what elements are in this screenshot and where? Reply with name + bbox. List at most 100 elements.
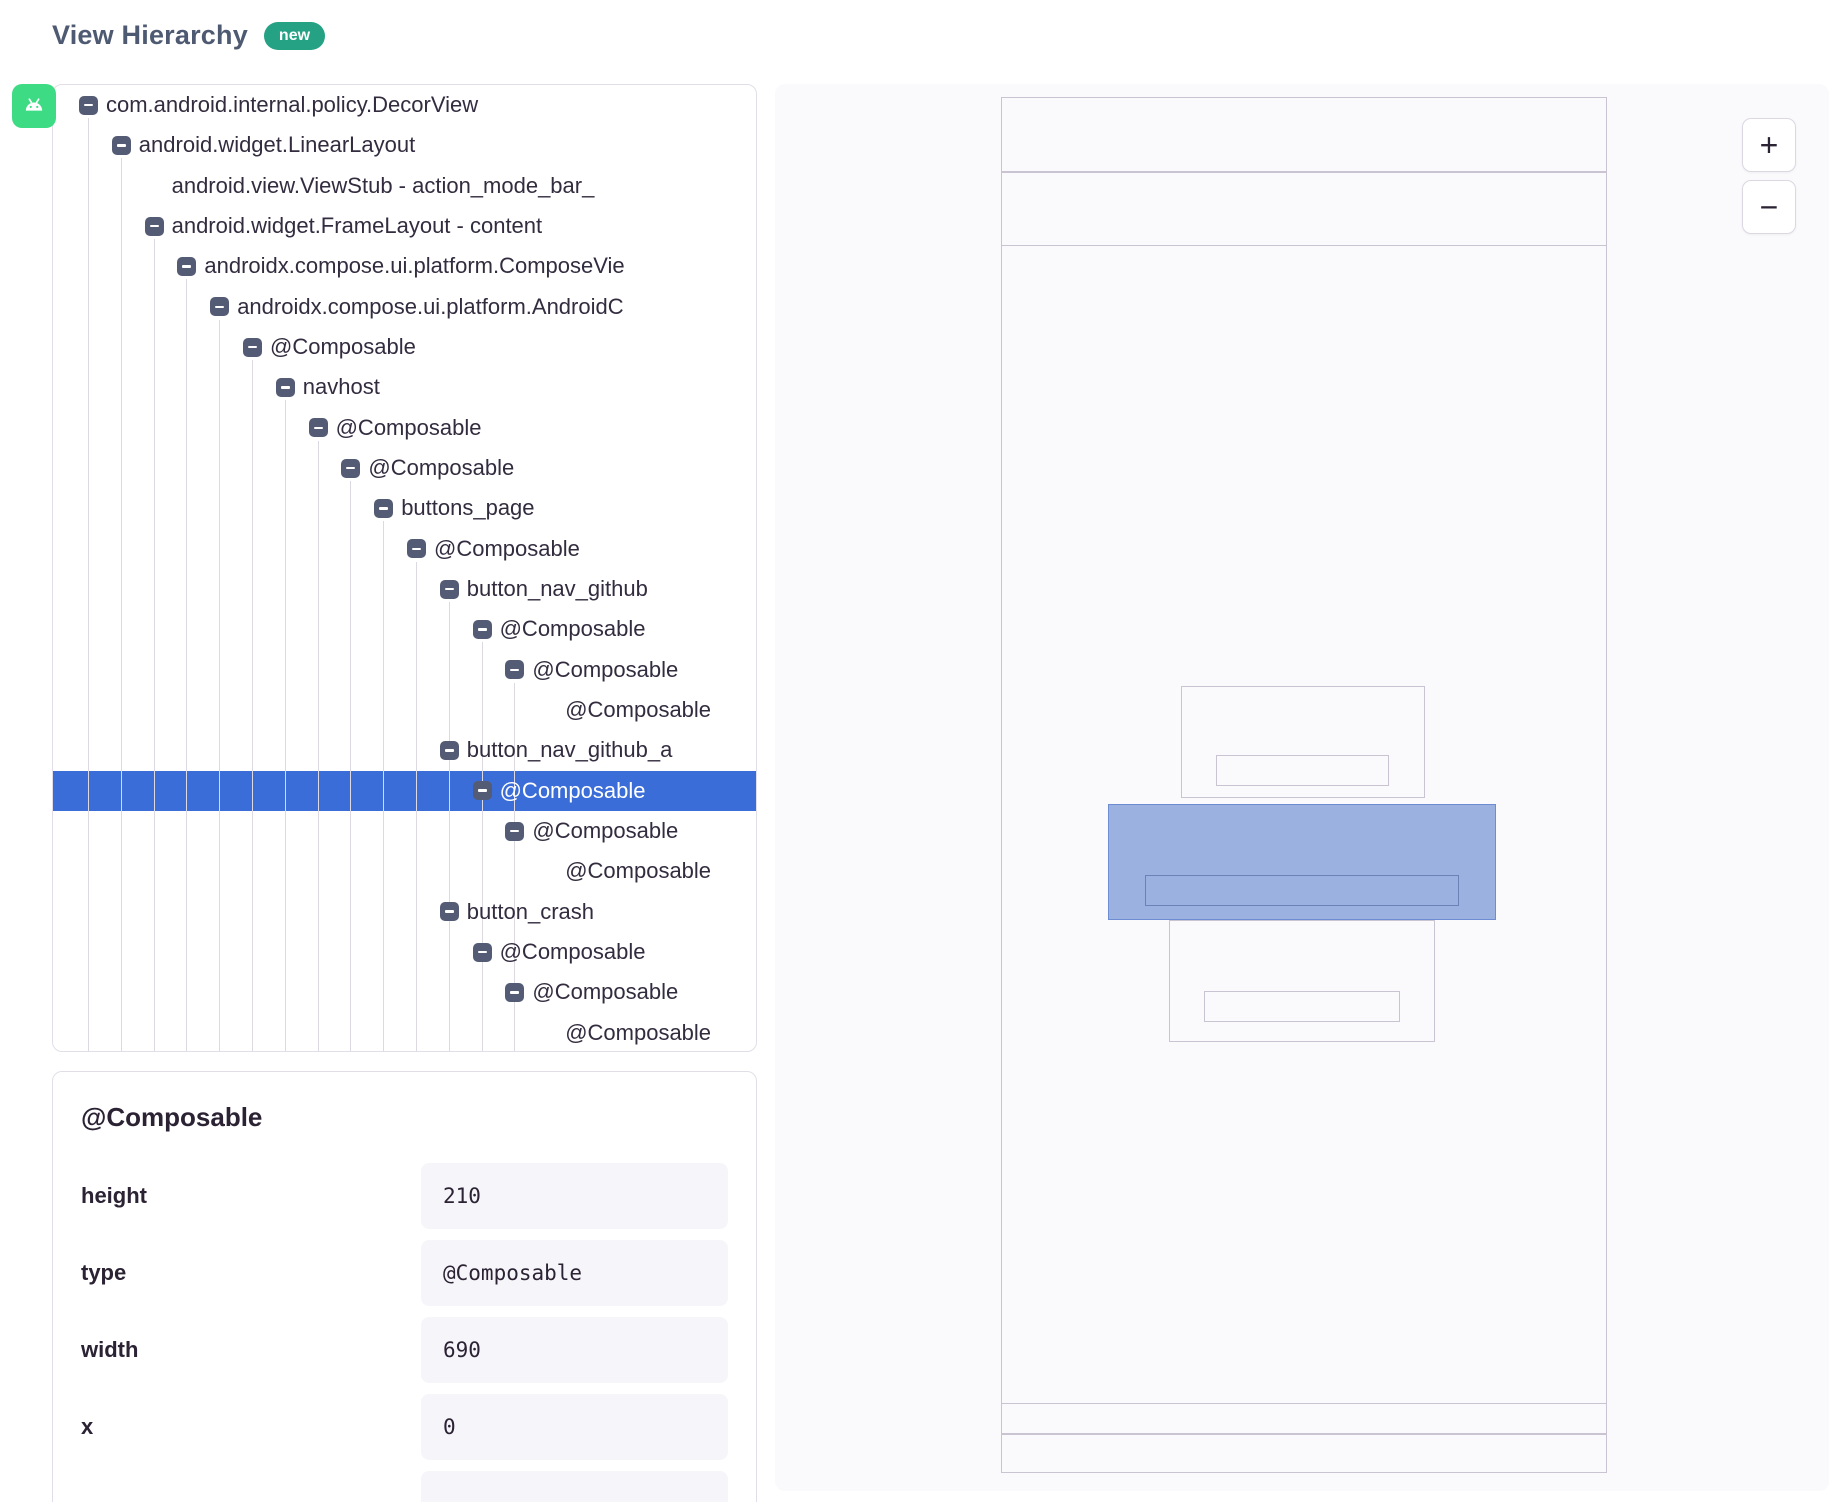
tree-node-label: androidx.compose.ui.platform.ComposeVie bbox=[204, 253, 625, 279]
tree-node[interactable]: androidx.compose.ui.platform.ComposeVie bbox=[53, 246, 756, 286]
tree-node-label: button_nav_github_a bbox=[466, 737, 673, 763]
android-logo-icon bbox=[25, 98, 43, 111]
collapse-minus-icon[interactable] bbox=[374, 498, 394, 518]
tree-node[interactable]: @Composable bbox=[53, 650, 756, 690]
tree-node-label: @Composable bbox=[499, 777, 646, 803]
collapse-minus-icon[interactable] bbox=[144, 216, 164, 236]
bottom-inset-box[interactable] bbox=[1001, 1403, 1607, 1434]
tree-node-label: @Composable bbox=[532, 979, 679, 1005]
tree-node[interactable]: @Composable bbox=[53, 972, 756, 1012]
tree-node-label: android.view.ViewStub - action_mode_bar_ bbox=[171, 172, 595, 198]
collapse-minus-icon[interactable] bbox=[439, 579, 459, 599]
zoom-out-button[interactable]: − bbox=[1742, 180, 1796, 234]
field-label: width bbox=[81, 1337, 139, 1362]
collapse-minus-icon[interactable] bbox=[505, 982, 525, 1002]
view-outline-bottom-inner[interactable] bbox=[1204, 991, 1400, 1022]
tree-node[interactable]: @Composable bbox=[53, 609, 756, 649]
collapse-minus-icon[interactable] bbox=[407, 539, 426, 559]
tree-node-label: @Composable bbox=[499, 616, 646, 642]
field-value: @Composable bbox=[421, 1240, 728, 1306]
tree-node[interactable]: navhost bbox=[53, 367, 756, 407]
tree-node-label: @Composable bbox=[532, 656, 679, 682]
view-outline-top-inner[interactable] bbox=[1216, 755, 1389, 786]
tree-rows: com.android.internal.policy.DecorView and… bbox=[53, 85, 756, 1051]
collapse-minus-icon[interactable] bbox=[308, 418, 328, 438]
collapse-minus-icon[interactable] bbox=[341, 458, 361, 478]
collapse-minus-icon[interactable] bbox=[275, 377, 295, 397]
tree-node[interactable]: @Composable bbox=[53, 448, 756, 488]
selected-view-inner[interactable] bbox=[1145, 875, 1459, 906]
field-value: 0 bbox=[421, 1394, 728, 1460]
collapse-minus-icon[interactable] bbox=[243, 337, 262, 357]
field-value: 690 bbox=[421, 1317, 728, 1383]
collapse-minus-icon[interactable] bbox=[177, 256, 197, 276]
detail-field-width: width 690 bbox=[81, 1317, 728, 1383]
tree-node[interactable]: android.widget.LinearLayout bbox=[53, 125, 756, 165]
collapse-minus-icon[interactable] bbox=[472, 781, 492, 801]
tree-node-label: @Composable bbox=[565, 697, 712, 723]
tree-node[interactable]: @Composable bbox=[53, 1013, 756, 1051]
tree-node[interactable]: android.view.ViewStub - action_mode_bar_ bbox=[53, 166, 756, 206]
view-outline-top[interactable] bbox=[1181, 686, 1425, 798]
tree-node[interactable]: @Composable bbox=[53, 811, 756, 851]
tree-node-label: button_nav_github bbox=[466, 576, 648, 602]
tree-node-label: @Composable bbox=[565, 1019, 712, 1045]
tree-node-selected[interactable]: @Composable bbox=[53, 770, 756, 811]
tree-node[interactable]: @Composable bbox=[53, 327, 756, 367]
collapse-minus-icon[interactable] bbox=[210, 297, 230, 317]
view-outline-bottom[interactable] bbox=[1169, 920, 1435, 1042]
tree-node[interactable]: @Composable bbox=[53, 690, 756, 730]
collapse-minus-icon[interactable] bbox=[79, 95, 98, 115]
navigation-bar-box[interactable] bbox=[1001, 1434, 1607, 1473]
tree-node-label: @Composable bbox=[335, 414, 482, 440]
detail-field-extra bbox=[81, 1471, 728, 1502]
collapse-minus-icon[interactable] bbox=[472, 942, 492, 962]
tree-node-label: android.widget.LinearLayout bbox=[138, 132, 416, 158]
field-value bbox=[421, 1471, 728, 1502]
tree-node-label: android.widget.FrameLayout - content bbox=[171, 213, 543, 239]
tree-node-label: @Composable bbox=[532, 818, 679, 844]
field-label: x bbox=[81, 1414, 94, 1439]
collapse-minus-icon[interactable] bbox=[439, 902, 459, 922]
tree-node-label: @Composable bbox=[368, 455, 515, 481]
tree-node-label: buttons_page bbox=[401, 495, 535, 521]
tree-node[interactable]: button_nav_github bbox=[53, 569, 756, 609]
collapse-minus-icon[interactable] bbox=[505, 821, 525, 841]
selected-view-overlay[interactable] bbox=[1108, 804, 1496, 920]
tree-node-label: navhost bbox=[302, 374, 380, 400]
tree-node[interactable]: @Composable bbox=[53, 408, 756, 448]
header: View Hierarchy new bbox=[52, 20, 326, 51]
tree-node[interactable]: android.widget.FrameLayout - content bbox=[53, 206, 756, 246]
detail-field-type: type @Composable bbox=[81, 1240, 728, 1306]
collapse-minus-icon[interactable] bbox=[472, 619, 492, 639]
tree-node[interactable]: @Composable bbox=[53, 529, 756, 569]
tree-node[interactable]: androidx.compose.ui.platform.AndroidC bbox=[53, 287, 756, 327]
page-title: View Hierarchy bbox=[52, 20, 248, 50]
android-platform-icon bbox=[12, 84, 56, 128]
tree-node-label: androidx.compose.ui.platform.AndroidC bbox=[237, 293, 624, 319]
tree-node[interactable]: buttons_page bbox=[53, 488, 756, 528]
details-title: @Composable bbox=[81, 1102, 263, 1132]
collapse-minus-icon[interactable] bbox=[439, 740, 459, 760]
app-bar-box[interactable] bbox=[1001, 172, 1607, 246]
tree-node[interactable]: @Composable bbox=[53, 932, 756, 972]
zoom-in-button[interactable]: + bbox=[1742, 118, 1796, 172]
collapse-minus-icon[interactable] bbox=[505, 660, 525, 680]
field-label: type bbox=[81, 1260, 127, 1285]
collapse-minus-icon[interactable] bbox=[111, 135, 131, 155]
tree-node[interactable]: button_crash bbox=[53, 892, 756, 932]
wireframe-canvas bbox=[775, 84, 1829, 1491]
field-value: 210 bbox=[421, 1163, 728, 1229]
tree-node[interactable]: com.android.internal.policy.DecorView bbox=[53, 85, 756, 125]
tree-node-label: @Composable bbox=[270, 334, 416, 360]
hierarchy-tree-panel: com.android.internal.policy.DecorView and… bbox=[52, 84, 757, 1052]
status-bar-box[interactable] bbox=[1001, 97, 1607, 172]
tree-node[interactable]: button_nav_github_a bbox=[53, 730, 756, 770]
tree-node-label: @Composable bbox=[499, 939, 646, 965]
field-label: height bbox=[81, 1183, 147, 1208]
tree-node[interactable]: @Composable bbox=[53, 851, 756, 891]
tree-node-label: button_crash bbox=[466, 898, 594, 924]
